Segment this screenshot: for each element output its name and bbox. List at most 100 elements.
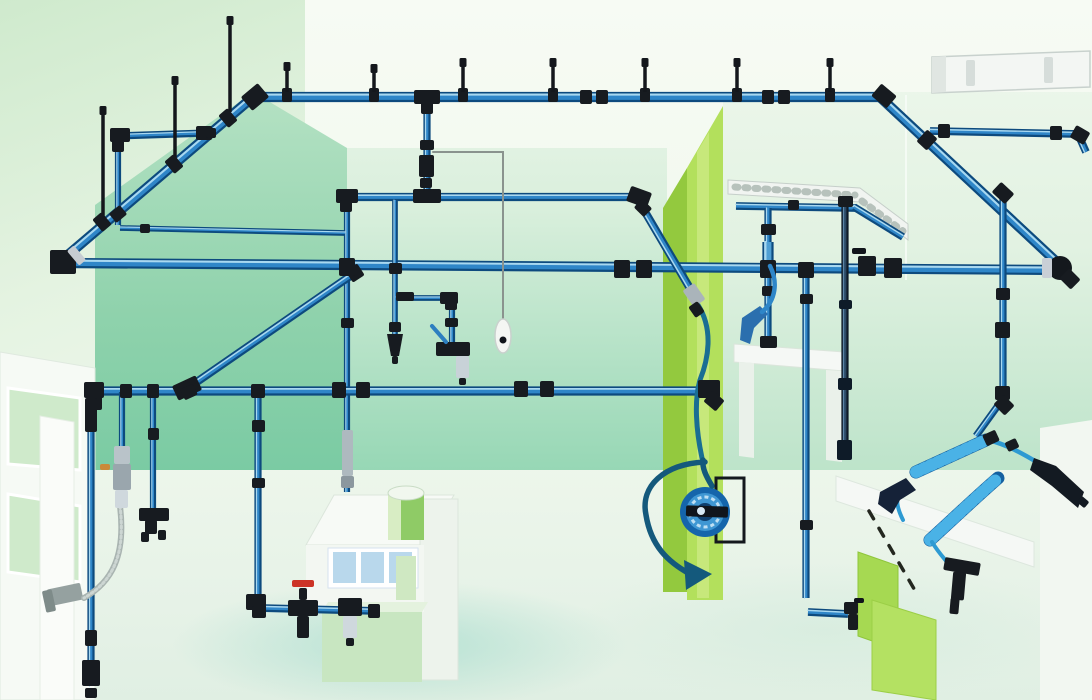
pipe-coupling (996, 288, 1010, 300)
pipe-elbow (1060, 269, 1080, 289)
pipe-coupling (838, 378, 852, 390)
pipe-coupling (995, 386, 1010, 400)
cable-tray-rungs (731, 183, 859, 199)
silver-pipe-coupling (341, 476, 354, 488)
ball-valve-red-handle (292, 580, 314, 587)
stub-upleft-horizontal (115, 129, 209, 140)
outlet-tee (139, 508, 169, 521)
elbow-silver-band (1042, 258, 1052, 278)
pipe-clamp (219, 108, 237, 128)
blow-gun-left (878, 478, 916, 514)
pipe-tee (147, 384, 159, 398)
green-pillar-left (663, 168, 687, 592)
tray-pipe-diagonal (851, 203, 906, 241)
tee-fitting-stub (949, 597, 960, 615)
pipe-tee (109, 205, 127, 223)
ceiling-light-fixture (931, 50, 1091, 94)
pipe-union (614, 260, 630, 278)
pipe-tee (120, 384, 132, 398)
pipe-elbow (50, 250, 76, 274)
pipe-clamp (917, 130, 937, 150)
inner-branch-line (344, 192, 641, 202)
wall-outlet-elbow (46, 583, 84, 606)
pipe-clamp (761, 224, 776, 235)
hanger-rod (459, 58, 467, 92)
ball-valve-body (288, 600, 318, 616)
pipe-coupling (252, 478, 265, 488)
frl-unit-body (338, 598, 362, 616)
hanger-rod (171, 76, 179, 158)
pipe-clamp (282, 88, 292, 102)
frl-unit-body (113, 464, 131, 490)
coiled-hose (924, 472, 1004, 546)
pipe-clamp (1050, 126, 1062, 140)
pipe-clamp (369, 88, 379, 102)
mini-valve-body (436, 342, 470, 356)
machine-side-panel (396, 556, 416, 600)
drop-pipe-floor-outlet (802, 271, 810, 599)
floor-outlet-stub (807, 608, 849, 618)
pipe-elbow (994, 395, 1014, 415)
pipe-clamp (140, 224, 150, 233)
dark-pipe-valve-handle (852, 248, 866, 254)
hanger-rod (370, 64, 378, 92)
branch-fitting (396, 292, 414, 301)
pipe-tee (421, 102, 433, 114)
frl-unit-bowl (115, 490, 128, 508)
pipe-elbow (110, 128, 130, 142)
ball-valve-stem (299, 588, 307, 600)
hose-reel-feed-hose (693, 302, 711, 461)
hose-reel-axle (685, 505, 729, 518)
pipe-coupling (148, 428, 159, 440)
pipe-union (580, 90, 592, 104)
pipe-clamp (389, 322, 401, 332)
tee-fitting-bench (950, 571, 967, 601)
hanger-rod (549, 58, 557, 92)
pipe-union (332, 382, 346, 398)
machine-inlet-fitting (368, 604, 380, 618)
pipe-clamp (825, 88, 835, 102)
ring-main-left-diagonal (58, 93, 257, 264)
green-panel (871, 599, 937, 700)
pipe-union (778, 90, 790, 104)
pipe-tee (251, 384, 265, 398)
pipe-elbow (704, 391, 724, 411)
blow-gun-right (1030, 458, 1084, 508)
drop-pipe-outlet-tee (149, 391, 157, 515)
inner-branch-right-diagonal (634, 197, 702, 305)
pipe-union (540, 381, 554, 397)
pipe-end-fitting (206, 128, 216, 138)
machine-drum-top (387, 485, 425, 501)
pipe-tee (414, 90, 440, 104)
pipe-tee (413, 189, 441, 203)
floor-outlet-handle (854, 598, 864, 603)
ring-main-right-diagonal (877, 94, 1066, 271)
pipe-coupling (800, 294, 813, 304)
hose-route-dashes (867, 509, 919, 596)
pipe-coupling (252, 420, 265, 432)
pipe-coupling (995, 322, 1010, 338)
pipe-union (762, 90, 774, 104)
right-bench-slab (835, 475, 1035, 568)
pipe-junction (339, 258, 355, 276)
frl-unit-drain (346, 638, 354, 646)
pipe-union (596, 90, 608, 104)
hanger-rod (99, 106, 107, 220)
pipe-clamp (389, 263, 402, 274)
machine-window-pane (361, 552, 384, 583)
wall-white-pillar (39, 415, 75, 700)
pipe-union (356, 382, 370, 398)
blow-gun-tip (392, 356, 398, 364)
pipe-union (884, 258, 902, 278)
blow-gun-cone (387, 334, 403, 356)
silver-pipe-segment (342, 430, 353, 476)
pipe-elbow (634, 199, 652, 217)
fixture-detail (966, 60, 975, 86)
thin-link-line (119, 225, 346, 236)
pipe-clamp (938, 124, 950, 138)
pendant-lamp-dot (499, 336, 507, 344)
pipe-clamp (458, 88, 468, 102)
pipe-coupling (85, 398, 97, 432)
machine-drum-highlight (388, 493, 401, 540)
